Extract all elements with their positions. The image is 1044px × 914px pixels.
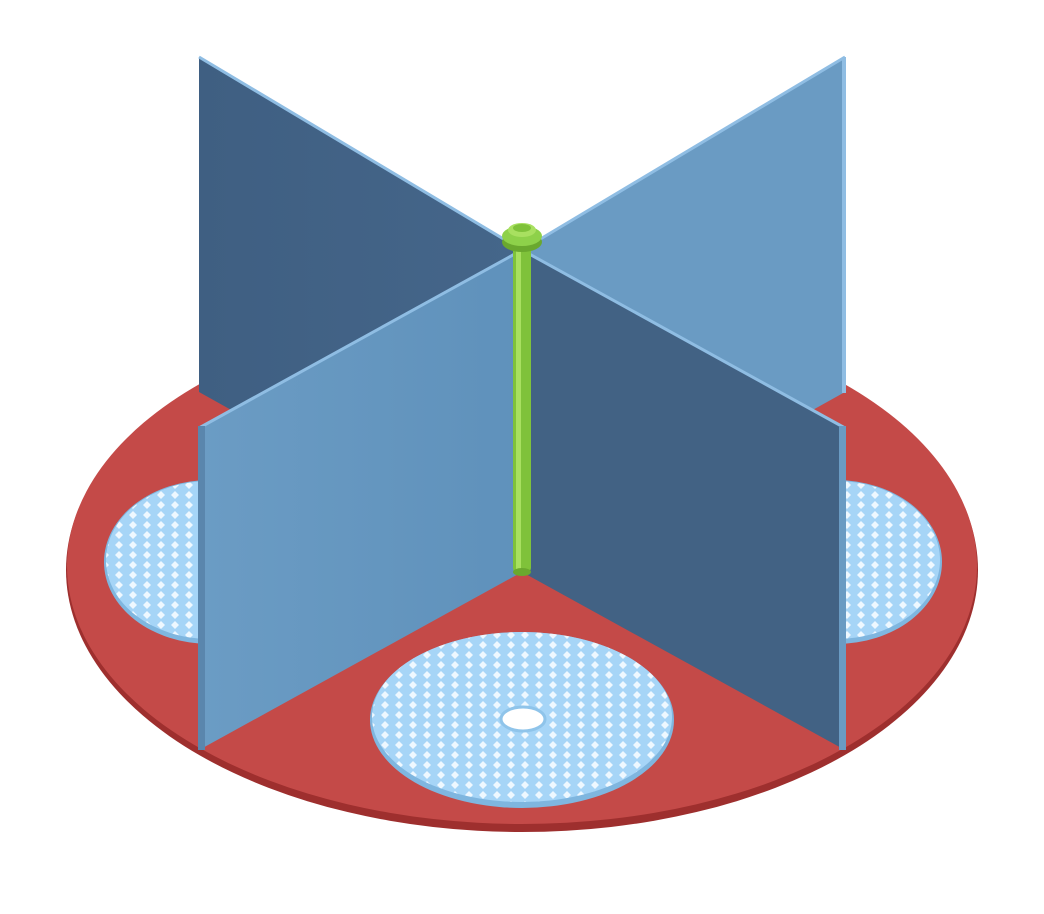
divider-panel-front-right xyxy=(521,248,846,750)
center-rod xyxy=(502,223,542,576)
mesh-filter-front xyxy=(370,632,674,808)
center-hole xyxy=(499,705,547,733)
divider-panel-front-left xyxy=(198,248,523,750)
